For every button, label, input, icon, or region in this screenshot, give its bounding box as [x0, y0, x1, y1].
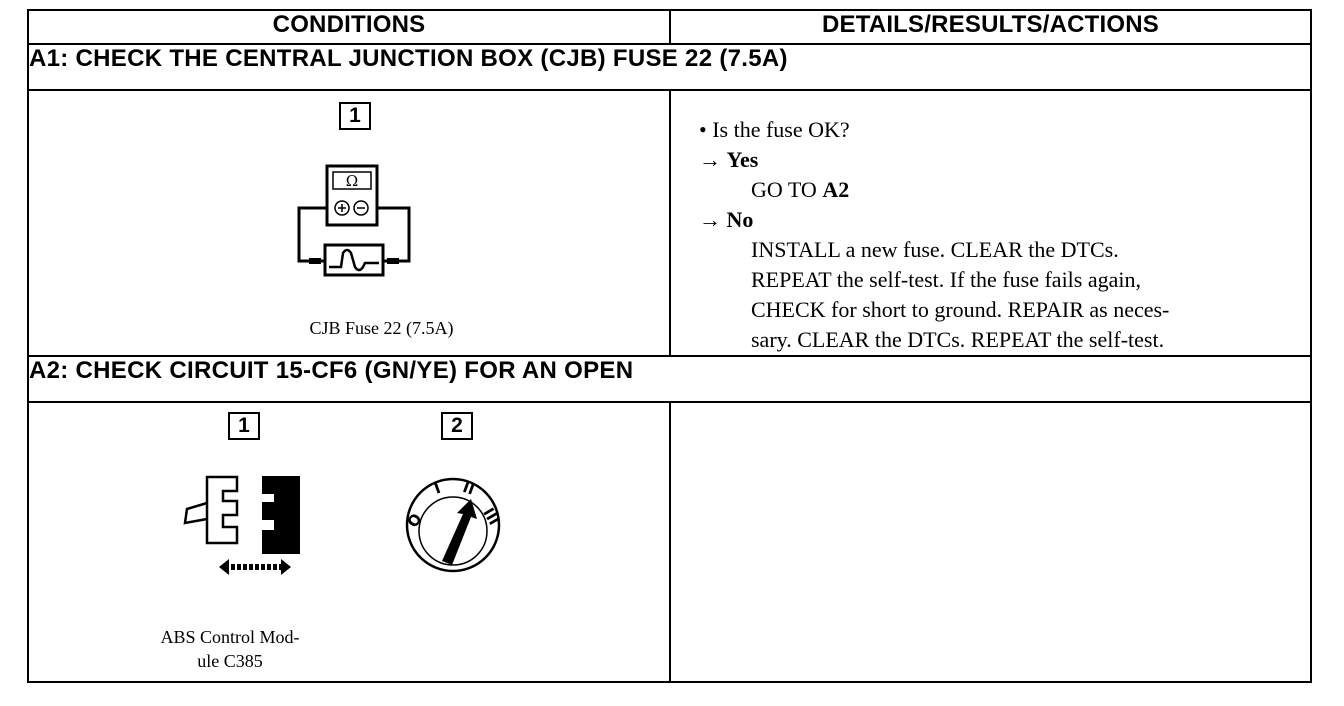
- fuse-caption: CJB Fuse 22 (7.5A): [309, 318, 454, 338]
- fuse-question: • Is the fuse OK?: [699, 117, 850, 142]
- step-a1-details: • Is the fuse OK? → Yes GO TO A2 → No IN…: [669, 89, 1312, 357]
- step-a1-conditions: 1 Ω: [27, 89, 671, 357]
- no-action-line: sary. CLEAR the DTCs. REPEAT the self-te…: [751, 327, 1165, 352]
- ignition-switch-icon: O I II III: [404, 477, 503, 573]
- diagnostic-procedure-table: CONDITIONS DETAILS/RESULTS/ACTIONS A1: C…: [27, 9, 1312, 683]
- ignition-position-acc: I: [432, 479, 443, 498]
- connector-disconnect-icon: [183, 475, 300, 575]
- no-action-line: INSTALL a new fuse. CLEAR the DTCs.: [751, 237, 1119, 262]
- step-a1-heading-row: A1: CHECK THE CENTRAL JUNCTION BOX (CJB)…: [27, 43, 1312, 91]
- caption-line: ABS Control Mod-: [160, 627, 300, 647]
- step-a2-details: [669, 401, 1312, 683]
- goto-a2-link[interactable]: A2: [822, 177, 850, 202]
- step-a1-heading: A1: CHECK THE CENTRAL JUNCTION BOX (CJB)…: [27, 43, 1312, 91]
- details-column-header: DETAILS/RESULTS/ACTIONS: [669, 9, 1312, 45]
- no-action-line: REPEAT the self-test. If the fuse fails …: [751, 267, 1141, 292]
- ignition-position-start: III: [479, 505, 503, 529]
- step-number-box: 2: [441, 412, 473, 440]
- no-action-line: CHECK for short to ground. REPAIR as nec…: [751, 297, 1170, 322]
- yes-action: GO TO A2: [699, 175, 1310, 205]
- yes-branch: → Yes: [699, 145, 1310, 175]
- step-a2-heading: A2: CHECK CIRCUIT 15-CF6 (GN/YE) FOR AN …: [27, 355, 1312, 403]
- no-label: No: [726, 207, 754, 232]
- yes-arrow: →: [699, 147, 721, 172]
- conditions-column-header: CONDITIONS: [27, 9, 671, 45]
- yes-label: Yes: [726, 147, 759, 172]
- step-a2-heading-row: A2: CHECK CIRCUIT 15-CF6 (GN/YE) FOR AN …: [27, 355, 1312, 403]
- caption-line: ule C385: [197, 651, 263, 671]
- step-a2-row: 1 2 O I II III: [27, 401, 1312, 683]
- step-a2-conditions: 1 2 O I II III: [27, 401, 671, 683]
- ohm-symbol: Ω: [346, 172, 358, 190]
- step-number-box: 1: [228, 412, 260, 440]
- no-arrow: →: [699, 207, 721, 232]
- column-header-row: CONDITIONS DETAILS/RESULTS/ACTIONS: [27, 9, 1312, 45]
- step-a1-row: 1 Ω: [27, 89, 1312, 357]
- abs-module-caption: ABS Control Mod- ule C385: [115, 625, 345, 673]
- step-number-box: 1: [339, 102, 371, 130]
- ohmmeter-fuse-icon: Ω: [297, 164, 411, 277]
- no-branch: → No: [699, 205, 1310, 235]
- yes-action-prefix: GO TO: [751, 177, 823, 202]
